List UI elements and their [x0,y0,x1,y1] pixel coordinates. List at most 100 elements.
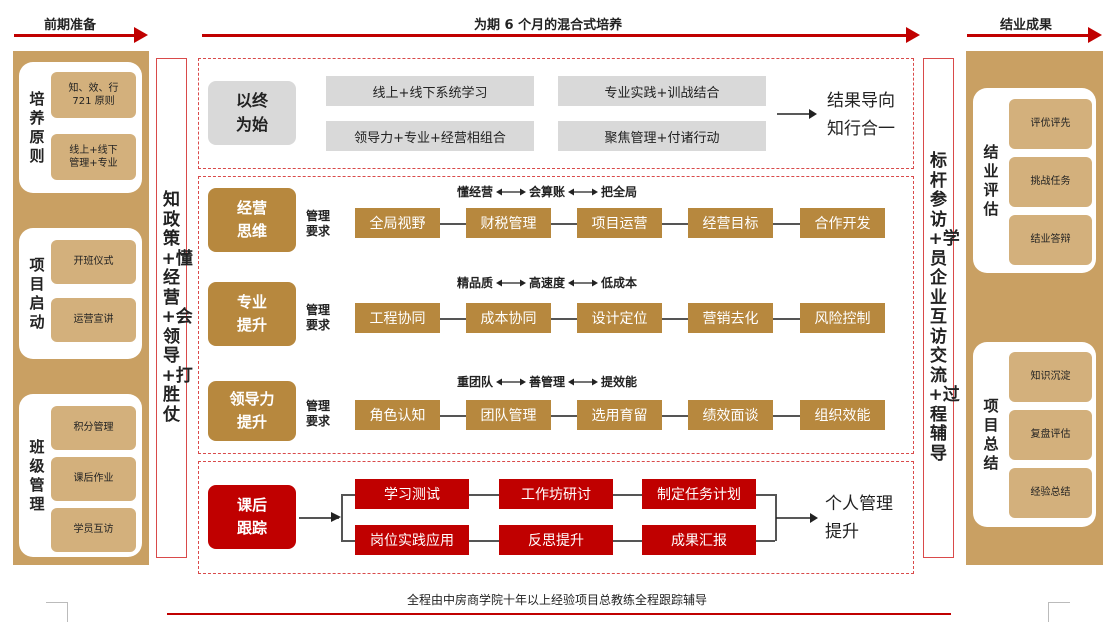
connector-line [775,494,777,541]
right-group-title: 结业评估 [983,142,999,218]
left-group-principles: 培养原则 知、效、行 721 原则 线上+线下 管理+专业 [19,62,142,193]
right-group-evaluation: 结业评估 评优评先 挑战任务 结业答辩 [973,88,1096,273]
management-item: 财税管理 [466,208,551,238]
double-arrow-icon [496,372,527,391]
header-left-arrow-icon [134,27,148,43]
arrow-right-icon [776,513,818,523]
management-item: 经营目标 [688,208,773,238]
left-item: 知、效、行 721 原则 [51,72,136,118]
left-item: 学员互访 [51,508,136,552]
header-right-arrow-icon [1088,27,1102,43]
management-item: 选用育留 [577,400,662,430]
double-arrow-icon [568,273,599,292]
management-item: 营销去化 [688,303,773,333]
section-goal-title: 以终 为始 [208,81,296,145]
left-group-class: 班级管理 积分管理 课后作业 学员互访 [19,394,142,557]
left-item: 开班仪式 [51,240,136,284]
management-item: 角色认知 [355,400,440,430]
motto-item: 善管理 [529,375,566,389]
management-motto: 懂经营 会算账 把全局 [457,182,637,201]
tracking-item: 岗位实践应用 [355,525,469,555]
management-item: 绩效面谈 [688,400,773,430]
goal-box: 专业实践+训战结合 [558,76,766,106]
left-item: 课后作业 [51,457,136,501]
left-panel: 培养原则 知、效、行 721 原则 线上+线下 管理+专业 项目启动 开班仪式 … [13,51,149,565]
double-arrow-icon [568,372,599,391]
management-item: 组织效能 [800,400,885,430]
right-item: 结业答辩 [1009,215,1092,265]
connector-line [341,494,343,540]
left-vertical-column: 知政策+懂经营+会领导+打胜仗 [156,58,193,558]
management-requirement-label: 管理 要求 [306,209,331,238]
management-motto: 精品质 高速度 低成本 [457,273,637,292]
management-item: 合作开发 [800,208,885,238]
right-item: 知识沉淀 [1009,352,1092,402]
motto-item: 懂经营 [457,185,494,199]
goal-box: 线上+线下系统学习 [326,76,534,106]
double-arrow-icon [568,182,599,201]
management-item: 成本协同 [466,303,551,333]
left-item: 积分管理 [51,406,136,450]
header-left-arrow-line [14,34,136,37]
tracking-item: 制定任务计划 [642,479,756,509]
management-requirement-label: 管理 要求 [306,303,331,332]
tracking-item: 反思提升 [499,525,613,555]
left-item: 运营宣讲 [51,298,136,342]
motto-item: 会算账 [529,185,566,199]
left-item: 线上+线下 管理+专业 [51,134,136,180]
double-arrow-icon [496,182,527,201]
corner-mark [46,602,68,622]
left-group-title: 培养原则 [29,89,45,165]
header-right-label: 结业成果 [1000,18,1053,33]
management-item: 团队管理 [466,400,551,430]
header-right-arrow-line [967,34,1092,37]
motto-item: 高速度 [529,276,566,290]
motto-item: 低成本 [601,276,638,290]
right-column-text: 标杆参访+学员企业互访交流+过程辅导 [928,151,960,464]
management-row-title: 领导力 提升 [208,381,296,441]
tracking-item: 工作坊研讨 [499,479,613,509]
right-group-summary: 项目总结 知识沉淀 复盘评估 经验总结 [973,342,1096,527]
motto-item: 把全局 [601,185,638,199]
footer-text: 全程由中房商学院十年以上经验项目总教练全程跟踪辅导 [406,593,707,607]
header-center-arrow-line [202,34,910,37]
right-panel: 结业评估 评优评先 挑战任务 结业答辩 项目总结 知识沉淀 复盘评估 经验总结 [966,51,1103,565]
section-tracking-result: 个人管理 提升 [825,494,893,542]
motto-item: 重团队 [457,375,494,389]
section-tracking-title: 课后 跟踪 [208,485,296,549]
right-item: 经验总结 [1009,468,1092,518]
tracking-item: 学习测试 [355,479,469,509]
section-tracking: 课后 跟踪 学习测试 工作坊研讨 制定任务计划 岗位实践应用 反思提升 成果汇报… [198,461,914,574]
management-item: 全局视野 [355,208,440,238]
management-motto: 重团队 善管理 提效能 [457,372,637,391]
header-left-label: 前期准备 [44,18,97,33]
double-arrow-icon [496,273,527,292]
right-group-title: 项目总结 [983,396,999,472]
connector-line [341,494,357,496]
management-requirement-label: 管理 要求 [306,399,331,428]
section-goal-result: 结果导向 知行合一 [827,91,895,139]
section-goal: 以终 为始 线上+线下系统学习 专业实践+训战结合 领导力+专业+经营相组合 聚… [198,58,914,169]
right-vertical-column: 标杆参访+学员企业互访交流+过程辅导 [923,58,960,558]
header-center-arrow-icon [906,27,920,43]
tracking-item: 成果汇报 [642,525,756,555]
header-center-label: 为期 6 个月的混合式培养 [474,18,623,33]
management-item: 风险控制 [800,303,885,333]
connector-line [299,517,339,519]
management-item: 设计定位 [577,303,662,333]
arrow-right-icon [331,512,341,522]
left-group-launch: 项目启动 开班仪式 运营宣讲 [19,228,142,359]
management-item: 工程协同 [355,303,440,333]
management-item: 项目运营 [577,208,662,238]
motto-item: 提效能 [601,375,638,389]
management-row-title: 专业 提升 [208,282,296,346]
arrow-right-icon [777,109,817,119]
section-management: 经营 思维 管理 要求 懂经营 会算账 把全局 全局视野 财税管理 项目运营 经… [198,176,914,454]
left-column-text: 知政策+懂经营+会领导+打胜仗 [161,190,193,425]
motto-item: 精品质 [457,276,494,290]
goal-box: 聚焦管理+付诸行动 [558,121,766,151]
right-item: 复盘评估 [1009,410,1092,460]
left-group-title: 项目启动 [29,255,45,331]
right-item: 评优评先 [1009,99,1092,149]
left-group-title: 班级管理 [29,437,45,513]
